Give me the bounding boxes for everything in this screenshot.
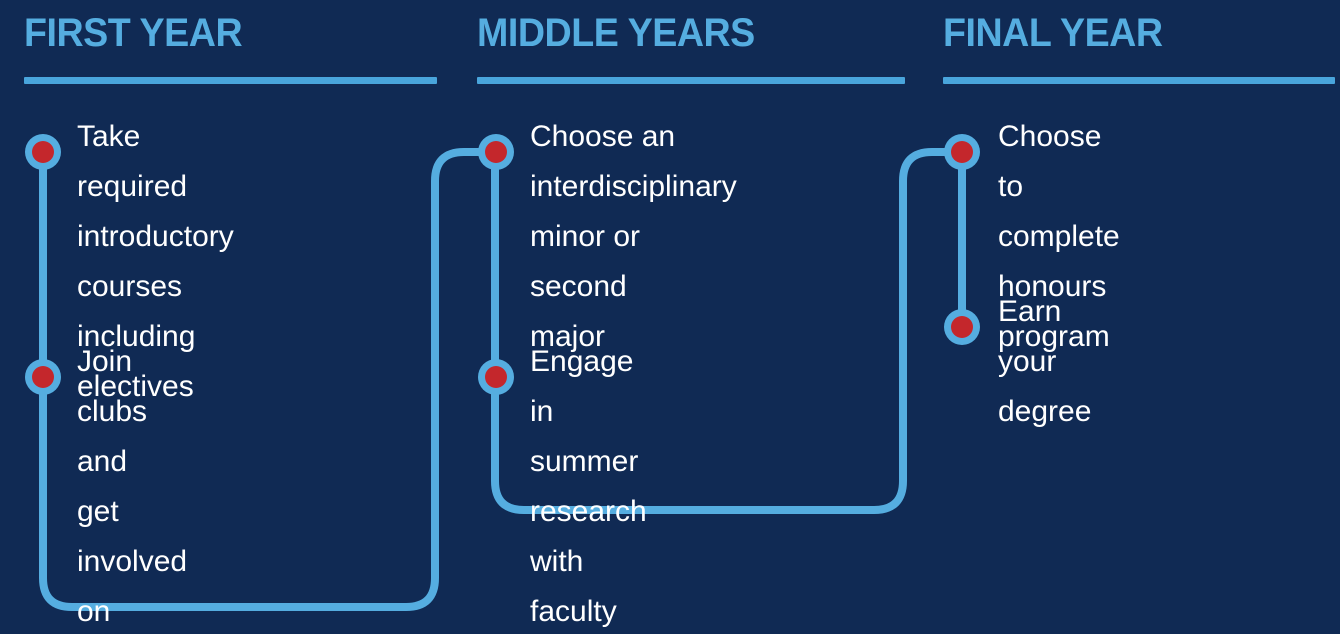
column-rule-first-year [24, 77, 437, 84]
bullet-marker-icon [478, 359, 514, 395]
column-heading-first-year: FIRST YEAR [24, 11, 243, 55]
bullet-marker-icon [944, 134, 980, 170]
column-rule-middle-years [477, 77, 905, 84]
column-rule-final-year [943, 77, 1335, 84]
bullet-marker-icon [478, 134, 514, 170]
list-item-label: Choose an interdisciplinary minor or sec… [530, 120, 737, 353]
bullet-marker-icon [25, 359, 61, 395]
bullet-marker-icon [944, 309, 980, 345]
list-item-label: Join clubs and get involved on campus an… [77, 345, 188, 628]
list-item-label: Engage in summer research with faculty [530, 345, 647, 628]
column-heading-middle-years: MIDDLE YEARS [477, 11, 755, 55]
bullet-marker-icon [25, 134, 61, 170]
column-heading-final-year: FINAL YEAR [943, 11, 1163, 55]
list-item-label: Earn your degree [998, 295, 1092, 428]
list-item-label: Choose to complete honours program [998, 120, 1120, 353]
